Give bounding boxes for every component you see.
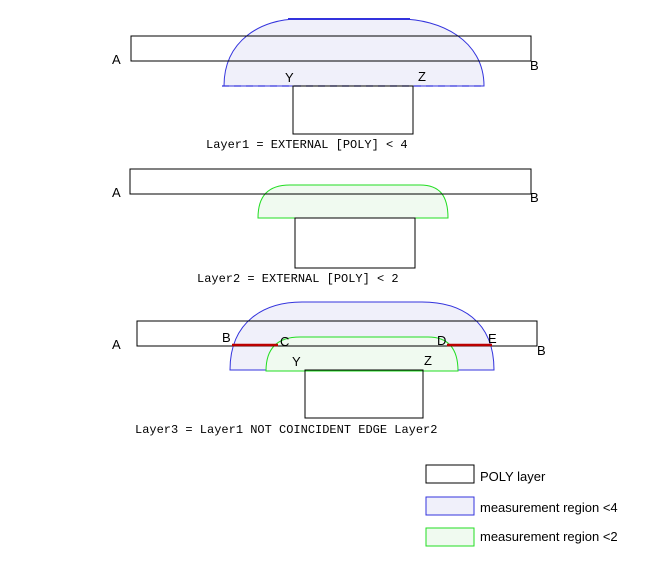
poly-shape-top (129, 168, 532, 195)
label-b-inner: B (222, 330, 231, 345)
label-b: B (530, 190, 539, 205)
label-y: Y (292, 354, 301, 369)
equation-1: Layer1 = EXTERNAL [POLY] < 4 (206, 138, 408, 152)
legend: POLY layer measurement region <4 measure… (425, 464, 618, 547)
legend-swatch-poly (425, 464, 475, 484)
poly-shape-top (136, 320, 538, 347)
equation-2: Layer2 = EXTERNAL [POLY] < 2 (197, 272, 399, 286)
label-b: B (530, 58, 539, 73)
legend-label-lt2: measurement region <2 (480, 529, 618, 544)
label-a: A (112, 337, 121, 352)
legend-label-poly: POLY layer (480, 469, 546, 484)
measurement-region-lt4 (223, 18, 485, 87)
label-d: D (437, 333, 446, 348)
label-a: A (112, 52, 121, 67)
poly-shape-bottom (294, 217, 416, 269)
legend-swatch-lt2 (425, 527, 475, 547)
label-b: B (537, 343, 546, 358)
label-a: A (112, 185, 121, 200)
label-y: Y (285, 70, 294, 85)
equation-3: Layer3 = Layer1 NOT COINCIDENT EDGE Laye… (135, 423, 437, 437)
diagram-2: A B Layer2 = EXTERNAL [POLY] < 2 (112, 168, 539, 286)
poly-shape-bottom (304, 369, 424, 419)
diagram-3: A B B C D E Y Z Layer3 = Layer1 NOT COIN… (112, 301, 546, 437)
label-z: Z (418, 69, 426, 84)
label-z: Z (424, 353, 432, 368)
label-e: E (488, 331, 497, 346)
measurement-region-lt2 (257, 184, 449, 219)
label-c: C (280, 334, 289, 349)
legend-swatch-lt4 (425, 496, 475, 516)
legend-label-lt4: measurement region <4 (480, 500, 618, 515)
diagram-1: A B Y Z Layer1 = EXTERNAL [POLY] < 4 (112, 18, 539, 152)
poly-shape-bottom (292, 85, 414, 135)
poly-shape-top (130, 35, 532, 62)
